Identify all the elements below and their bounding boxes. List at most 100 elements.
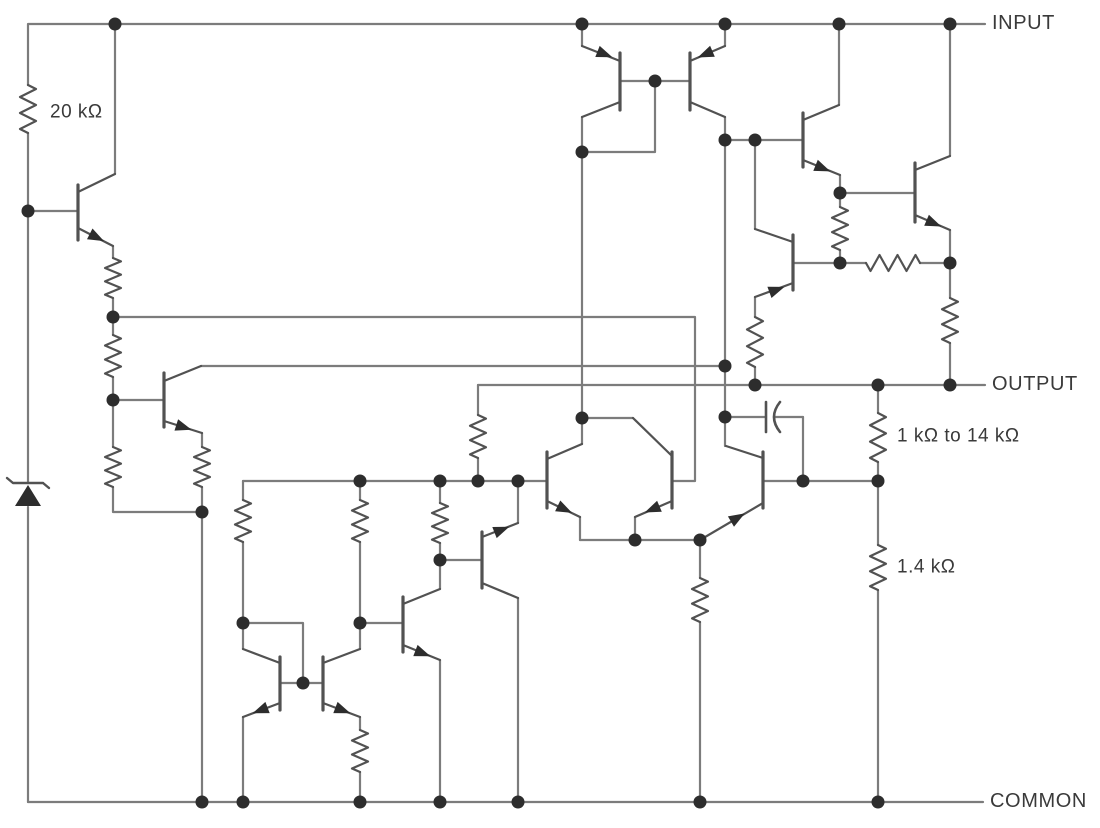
junction-dot — [748, 378, 762, 392]
junction-dot — [106, 310, 120, 324]
resistor-r13 — [830, 205, 850, 252]
junction-dot — [833, 256, 847, 270]
resistor-r10 — [350, 728, 370, 774]
junction-dot — [108, 17, 122, 31]
wire-segment — [111, 315, 697, 483]
input-terminal-label: INPUT — [992, 12, 1055, 35]
transistor-q4-emitter-arrow — [697, 45, 715, 58]
junction-dot — [195, 505, 209, 519]
junction-dot — [575, 17, 589, 31]
junction-dot — [718, 410, 732, 424]
junction-dot — [296, 676, 310, 690]
transistor-q2-lead — [162, 364, 203, 383]
transistor-q2-emitter-arrow — [174, 419, 192, 431]
transistor-q3-emitter-arrow — [595, 45, 613, 58]
junction-dot — [106, 393, 120, 407]
transistor-q1-lead — [76, 172, 117, 194]
transistor-q11-emitter-arrow — [492, 526, 510, 539]
junction-dot — [433, 474, 447, 488]
transistor-q3-lead — [580, 100, 622, 119]
resistor-1k-14k-label: 1 kΩ to 14 kΩ — [897, 425, 1020, 447]
resistor-r3 — [103, 333, 123, 379]
wire-segment — [111, 485, 204, 514]
transistor-q13-lead — [241, 647, 282, 665]
zener-diode-cathode — [5, 476, 51, 490]
junction-dot — [575, 145, 589, 159]
junction-dot — [628, 533, 642, 547]
junction-dot — [433, 553, 447, 567]
resistor-r12 — [745, 315, 765, 369]
junction-dot — [195, 795, 209, 809]
transistor-q5-lead — [801, 103, 841, 122]
resistor-r5 — [192, 445, 212, 489]
junction-dot — [433, 795, 447, 809]
junction-dot — [575, 411, 589, 425]
junction-dot — [943, 256, 957, 270]
transistor-q7-lead — [753, 227, 795, 244]
transistor-q13-emitter-arrow — [252, 701, 270, 714]
resistor-r9 — [468, 413, 488, 460]
junction-dot — [943, 17, 957, 31]
transistor-q1-emitter-arrow — [87, 228, 104, 242]
junction-dot — [648, 74, 662, 88]
junction-dot — [748, 133, 762, 147]
transistor-q8-emitter-arrow — [555, 500, 573, 513]
wire-segment — [26, 22, 987, 87]
junction-dot — [718, 17, 732, 31]
junction-dot — [718, 359, 732, 373]
junction-dot — [718, 133, 732, 147]
transistor-q6-emitter-arrow — [924, 214, 942, 227]
transistor-q9-lead — [631, 416, 674, 458]
zener-diode-icon — [15, 485, 41, 506]
transistor-q11-lead — [480, 581, 520, 600]
transistor-q4-lead — [688, 100, 727, 119]
transistor-q12-emitter-arrow — [413, 644, 431, 657]
junction-dot — [693, 795, 707, 809]
junction-dot — [353, 616, 367, 630]
transistor-q10-emitter-arrow — [727, 513, 745, 527]
resistor-r4 — [103, 445, 123, 489]
junction-dot — [871, 378, 885, 392]
junction-dot — [693, 533, 707, 547]
junction-dot — [353, 795, 367, 809]
resistor-20k — [18, 83, 38, 135]
resistor-r2 — [103, 256, 123, 300]
resistor-r6 — [233, 498, 253, 544]
resistor-r15 — [940, 296, 960, 345]
transistor-q5-emitter-arrow — [813, 159, 831, 172]
wire-segment — [241, 621, 305, 685]
resistor-20k-label: 20 kΩ — [50, 101, 103, 123]
junction-dot — [796, 474, 810, 488]
junction-dot — [236, 795, 250, 809]
transistor-q14-emitter-arrow — [333, 701, 351, 714]
transistor-q10-lead — [724, 444, 765, 460]
transistor-q14-lead — [321, 647, 362, 665]
junction-dot — [236, 616, 250, 630]
wire-segment — [580, 79, 657, 154]
junction-dot — [832, 17, 846, 31]
junction-dot — [511, 474, 525, 488]
resistor-r7 — [350, 498, 370, 544]
resistor-r11 — [690, 576, 710, 624]
transistor-q8-lead — [545, 442, 584, 461]
resistor-1p4k — [868, 543, 888, 592]
transistor-q6-lead — [913, 154, 952, 172]
transistor-q12-lead — [401, 587, 442, 606]
resistor-r8 — [430, 501, 450, 545]
capacitor-curved-plate — [772, 400, 782, 434]
junction-dot — [943, 378, 957, 392]
transistor-q7-emitter-arrow — [767, 286, 785, 298]
junction-dot — [353, 474, 367, 488]
resistor-r14 — [864, 253, 922, 273]
output-terminal-label: OUTPUT — [992, 373, 1078, 396]
transistor-q9-emitter-arrow — [644, 500, 662, 513]
junction-dot — [871, 474, 885, 488]
common-terminal-label: COMMON — [990, 790, 1087, 813]
resistor-1p4k-label: 1.4 kΩ — [897, 556, 956, 578]
junction-dot — [511, 795, 525, 809]
junction-dot — [833, 186, 847, 200]
junction-dot — [21, 204, 35, 218]
resistor-1k-to-14k — [868, 411, 888, 464]
